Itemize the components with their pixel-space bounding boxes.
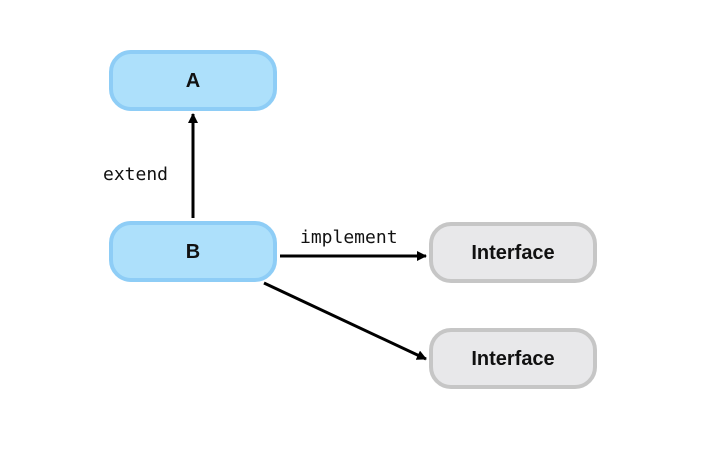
class-node-a: A [109, 50, 277, 111]
interface-node-1: Interface [429, 222, 597, 283]
edge-label-extend: extend [103, 164, 168, 185]
interface-node-2: Interface [429, 328, 597, 389]
interface-node-2-label: Interface [471, 348, 554, 370]
edge-label-implement: implement [300, 227, 398, 248]
edge-b-implements-interface-1: implement [280, 227, 427, 261]
edge-b-to-interface-2 [263, 281, 427, 361]
class-node-b: B [109, 221, 277, 282]
edge-b-extends-a: extend [103, 113, 198, 218]
class-node-b-label: B [186, 241, 200, 263]
interface-node-1-label: Interface [471, 242, 554, 264]
class-node-a-label: A [186, 70, 200, 92]
